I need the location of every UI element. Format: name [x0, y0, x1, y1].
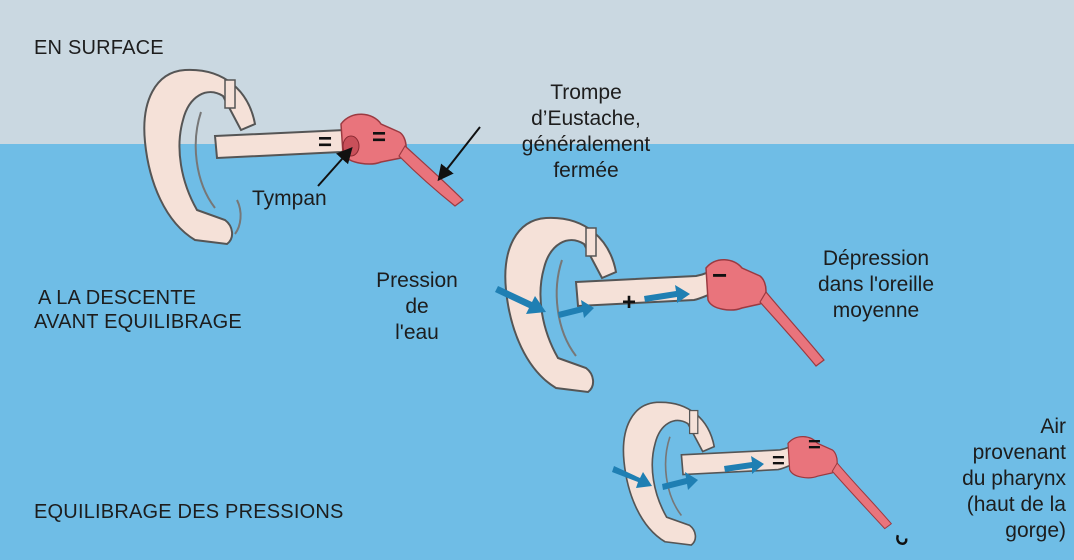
- water-pressure-line-1: Pression: [362, 268, 472, 294]
- eardrum-shape: [343, 136, 359, 156]
- pharynx-air-line-5: gorge): [880, 518, 1066, 544]
- ear-top-tab: [225, 80, 235, 108]
- eustachian-tube-label: Trompe d’Eustache, généralement fermée: [486, 80, 686, 184]
- stage-equalization-title: EQUILIBRAGE DES PRESSIONS: [34, 500, 344, 524]
- depression-label: Dépression dans l'oreille moyenne: [786, 246, 966, 324]
- water-pressure-label: Pression de l'eau: [362, 268, 472, 346]
- water-pressure-line-2: de: [362, 294, 472, 320]
- water-pressure-line-3: l'eau: [362, 320, 472, 346]
- depression-line-1: Dépression: [786, 246, 966, 272]
- eustachian-tube-line-4: fermée: [486, 158, 686, 184]
- pharynx-air-line-3: du pharynx: [880, 466, 1066, 492]
- depression-line-2: dans l'oreille: [786, 272, 966, 298]
- pharynx-air-line-4: (haut de la: [880, 492, 1066, 518]
- eustachian-tube-line-1: Trompe: [486, 80, 686, 106]
- pharynx-air-line-1: Air: [880, 414, 1066, 440]
- depression-line-3: moyenne: [786, 298, 966, 324]
- eardrum-label: Tympan: [252, 186, 327, 212]
- equal-sign: =: [318, 129, 332, 156]
- ear-top-tab: [690, 411, 698, 434]
- stage-descent-title: A LA DESCENTE AVANT EQUILIBRAGE: [34, 286, 242, 334]
- eustachian-tube-line-3: généralement: [486, 132, 686, 158]
- pharynx-air-line-2: provenant: [880, 440, 1066, 466]
- ear-top-tab: [586, 228, 596, 256]
- eustachian-tube-line-2: d’Eustache,: [486, 106, 686, 132]
- stage-surface-title: EN SURFACE: [34, 36, 164, 60]
- equal-sign: =: [372, 124, 386, 151]
- stage-descent-line-2: AVANT EQUILIBRAGE: [34, 310, 242, 334]
- equal-sign: =: [772, 448, 785, 473]
- equal-sign: =: [808, 432, 821, 457]
- minus-sign: −: [712, 260, 727, 290]
- pharynx-air-label: Air provenant du pharynx (haut de la gor…: [880, 414, 1066, 544]
- plus-sign: +: [622, 289, 636, 316]
- stage-descent-line-1: A LA DESCENTE: [34, 286, 242, 310]
